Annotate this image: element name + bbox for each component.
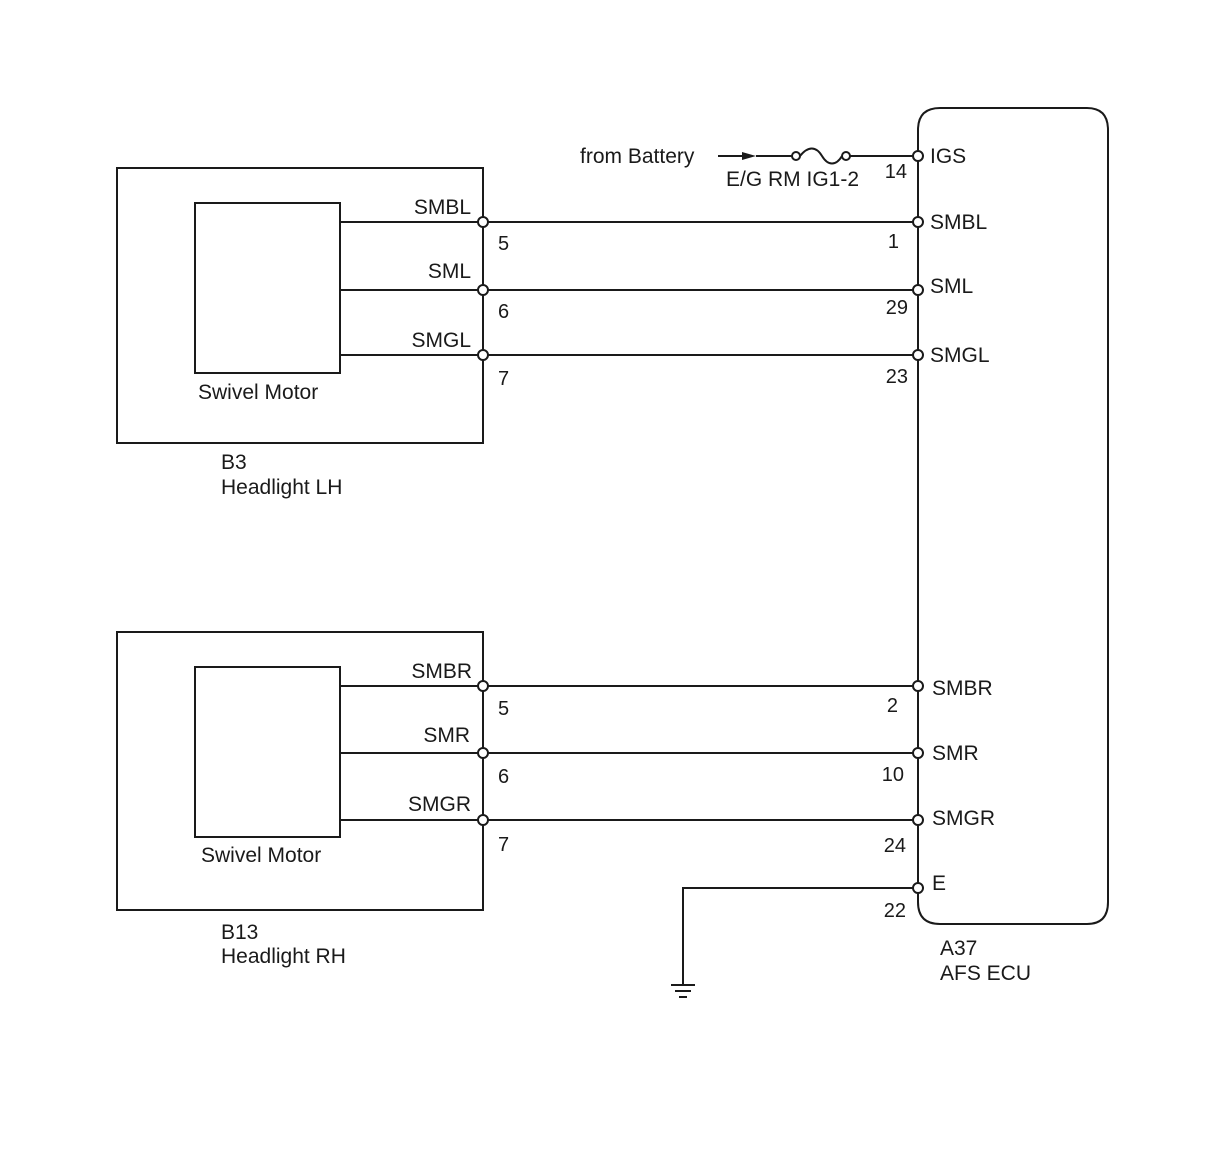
- rh-signal-label: SMR: [423, 724, 470, 747]
- ecu-pin-number: 29: [886, 297, 908, 319]
- lh-pin-number: 7: [498, 368, 509, 390]
- rh-signal-label: SMBR: [411, 660, 472, 683]
- lh-pin-number: 5: [498, 233, 509, 255]
- swivel-motor-rh: [194, 666, 341, 838]
- ecu-signal-label: SMR: [932, 742, 979, 765]
- ecu-name: AFS ECU: [940, 962, 1031, 985]
- swivel-motor-lh-label: Swivel Motor: [198, 381, 318, 404]
- ecu-id: A37: [940, 937, 977, 960]
- lh-signal-label: SMBL: [414, 196, 471, 219]
- fuse-icon: [799, 147, 843, 165]
- battery-source-label: from Battery: [580, 145, 695, 168]
- rh-pin-number: 5: [498, 698, 509, 720]
- lh-pin-number: 6: [498, 301, 509, 323]
- rh-pin-number: 7: [498, 834, 509, 856]
- rh-pin-number: 6: [498, 766, 509, 788]
- ecu-pin-number: 1: [888, 231, 899, 253]
- ecu-terminal-igs: [912, 150, 924, 162]
- wire-smgr: [340, 814, 924, 826]
- headlight-rh-box: [116, 631, 484, 911]
- wire-smgl: [340, 349, 924, 361]
- rh-signal-label: SMGR: [408, 793, 471, 816]
- lh-signal-label: SMGL: [411, 329, 471, 352]
- ecu-signal-label: SML: [930, 275, 973, 298]
- ecu-signal-label: SMGL: [930, 344, 990, 367]
- ecu-signal-label: SMGR: [932, 807, 995, 830]
- headlight-lh-name: Headlight LH: [221, 476, 342, 499]
- wire-sml: [340, 284, 924, 296]
- ecu-pin-number: 22: [884, 900, 906, 922]
- fuse-label: E/G RM IG1-2: [726, 168, 859, 191]
- ecu-pin-number: 2: [887, 695, 898, 717]
- battery-feed: [718, 147, 924, 165]
- arrow-icon: [742, 152, 756, 160]
- swivel-motor-rh-label: Swivel Motor: [201, 844, 321, 867]
- ecu-pin-number: 14: [885, 161, 907, 183]
- lh-signal-label: SML: [428, 260, 471, 283]
- ecu-pin-number: 10: [882, 764, 904, 786]
- ecu-signal-label: SMBR: [932, 677, 993, 700]
- headlight-rh-id: B13: [221, 921, 258, 944]
- wire-smr: [340, 747, 924, 759]
- wire-smbr: [340, 680, 924, 692]
- headlight-rh-name: Headlight RH: [221, 945, 346, 968]
- ecu-signal-label: SMBL: [930, 211, 987, 234]
- ecu-signal-label: IGS: [930, 145, 966, 168]
- ecu-body: [917, 107, 1109, 925]
- ecu-signal-label: E: [932, 872, 946, 895]
- wire-smbl: [340, 216, 924, 228]
- ground-wire: [682, 882, 924, 984]
- swivel-motor-lh: [194, 202, 341, 374]
- headlight-lh-id: B3: [221, 451, 247, 474]
- ecu-pin-number: 24: [884, 835, 906, 857]
- ecu-pin-number: 23: [886, 366, 908, 388]
- headlight-lh-box: [116, 167, 484, 444]
- ground-icon: [671, 984, 695, 998]
